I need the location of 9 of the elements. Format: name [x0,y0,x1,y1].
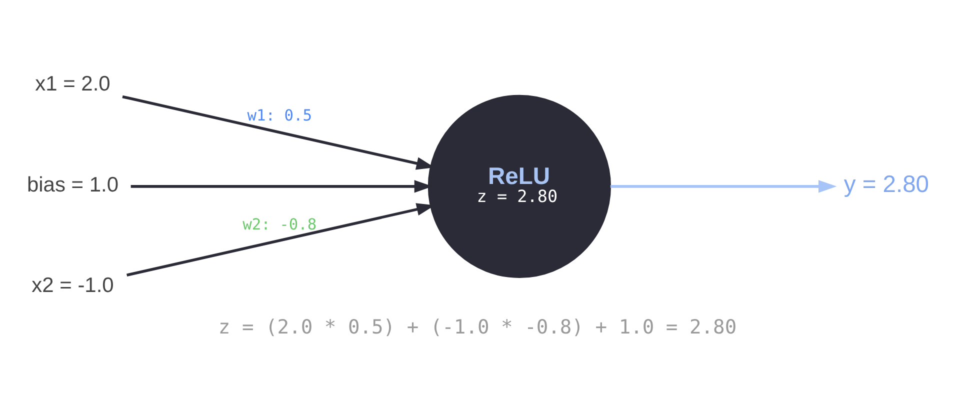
node-text: bias = 1.0 [26,172,119,196]
node-circle: ReLU z = 2.80 [428,94,612,278]
node-text: x1 = 2.0 [35,72,110,96]
edge-label: w2: -0.8 [242,214,317,233]
node-text: x2 = -1.0 [32,273,114,296]
caption: z = (2.0 * 0.5) + (-1.0 * -0.8) + 1.0 = 2.80 [218,315,737,338]
node-text: y = 2.80 [844,170,930,198]
arrow [610,180,837,192]
edge-label: w1: 0.5 [247,106,312,124]
